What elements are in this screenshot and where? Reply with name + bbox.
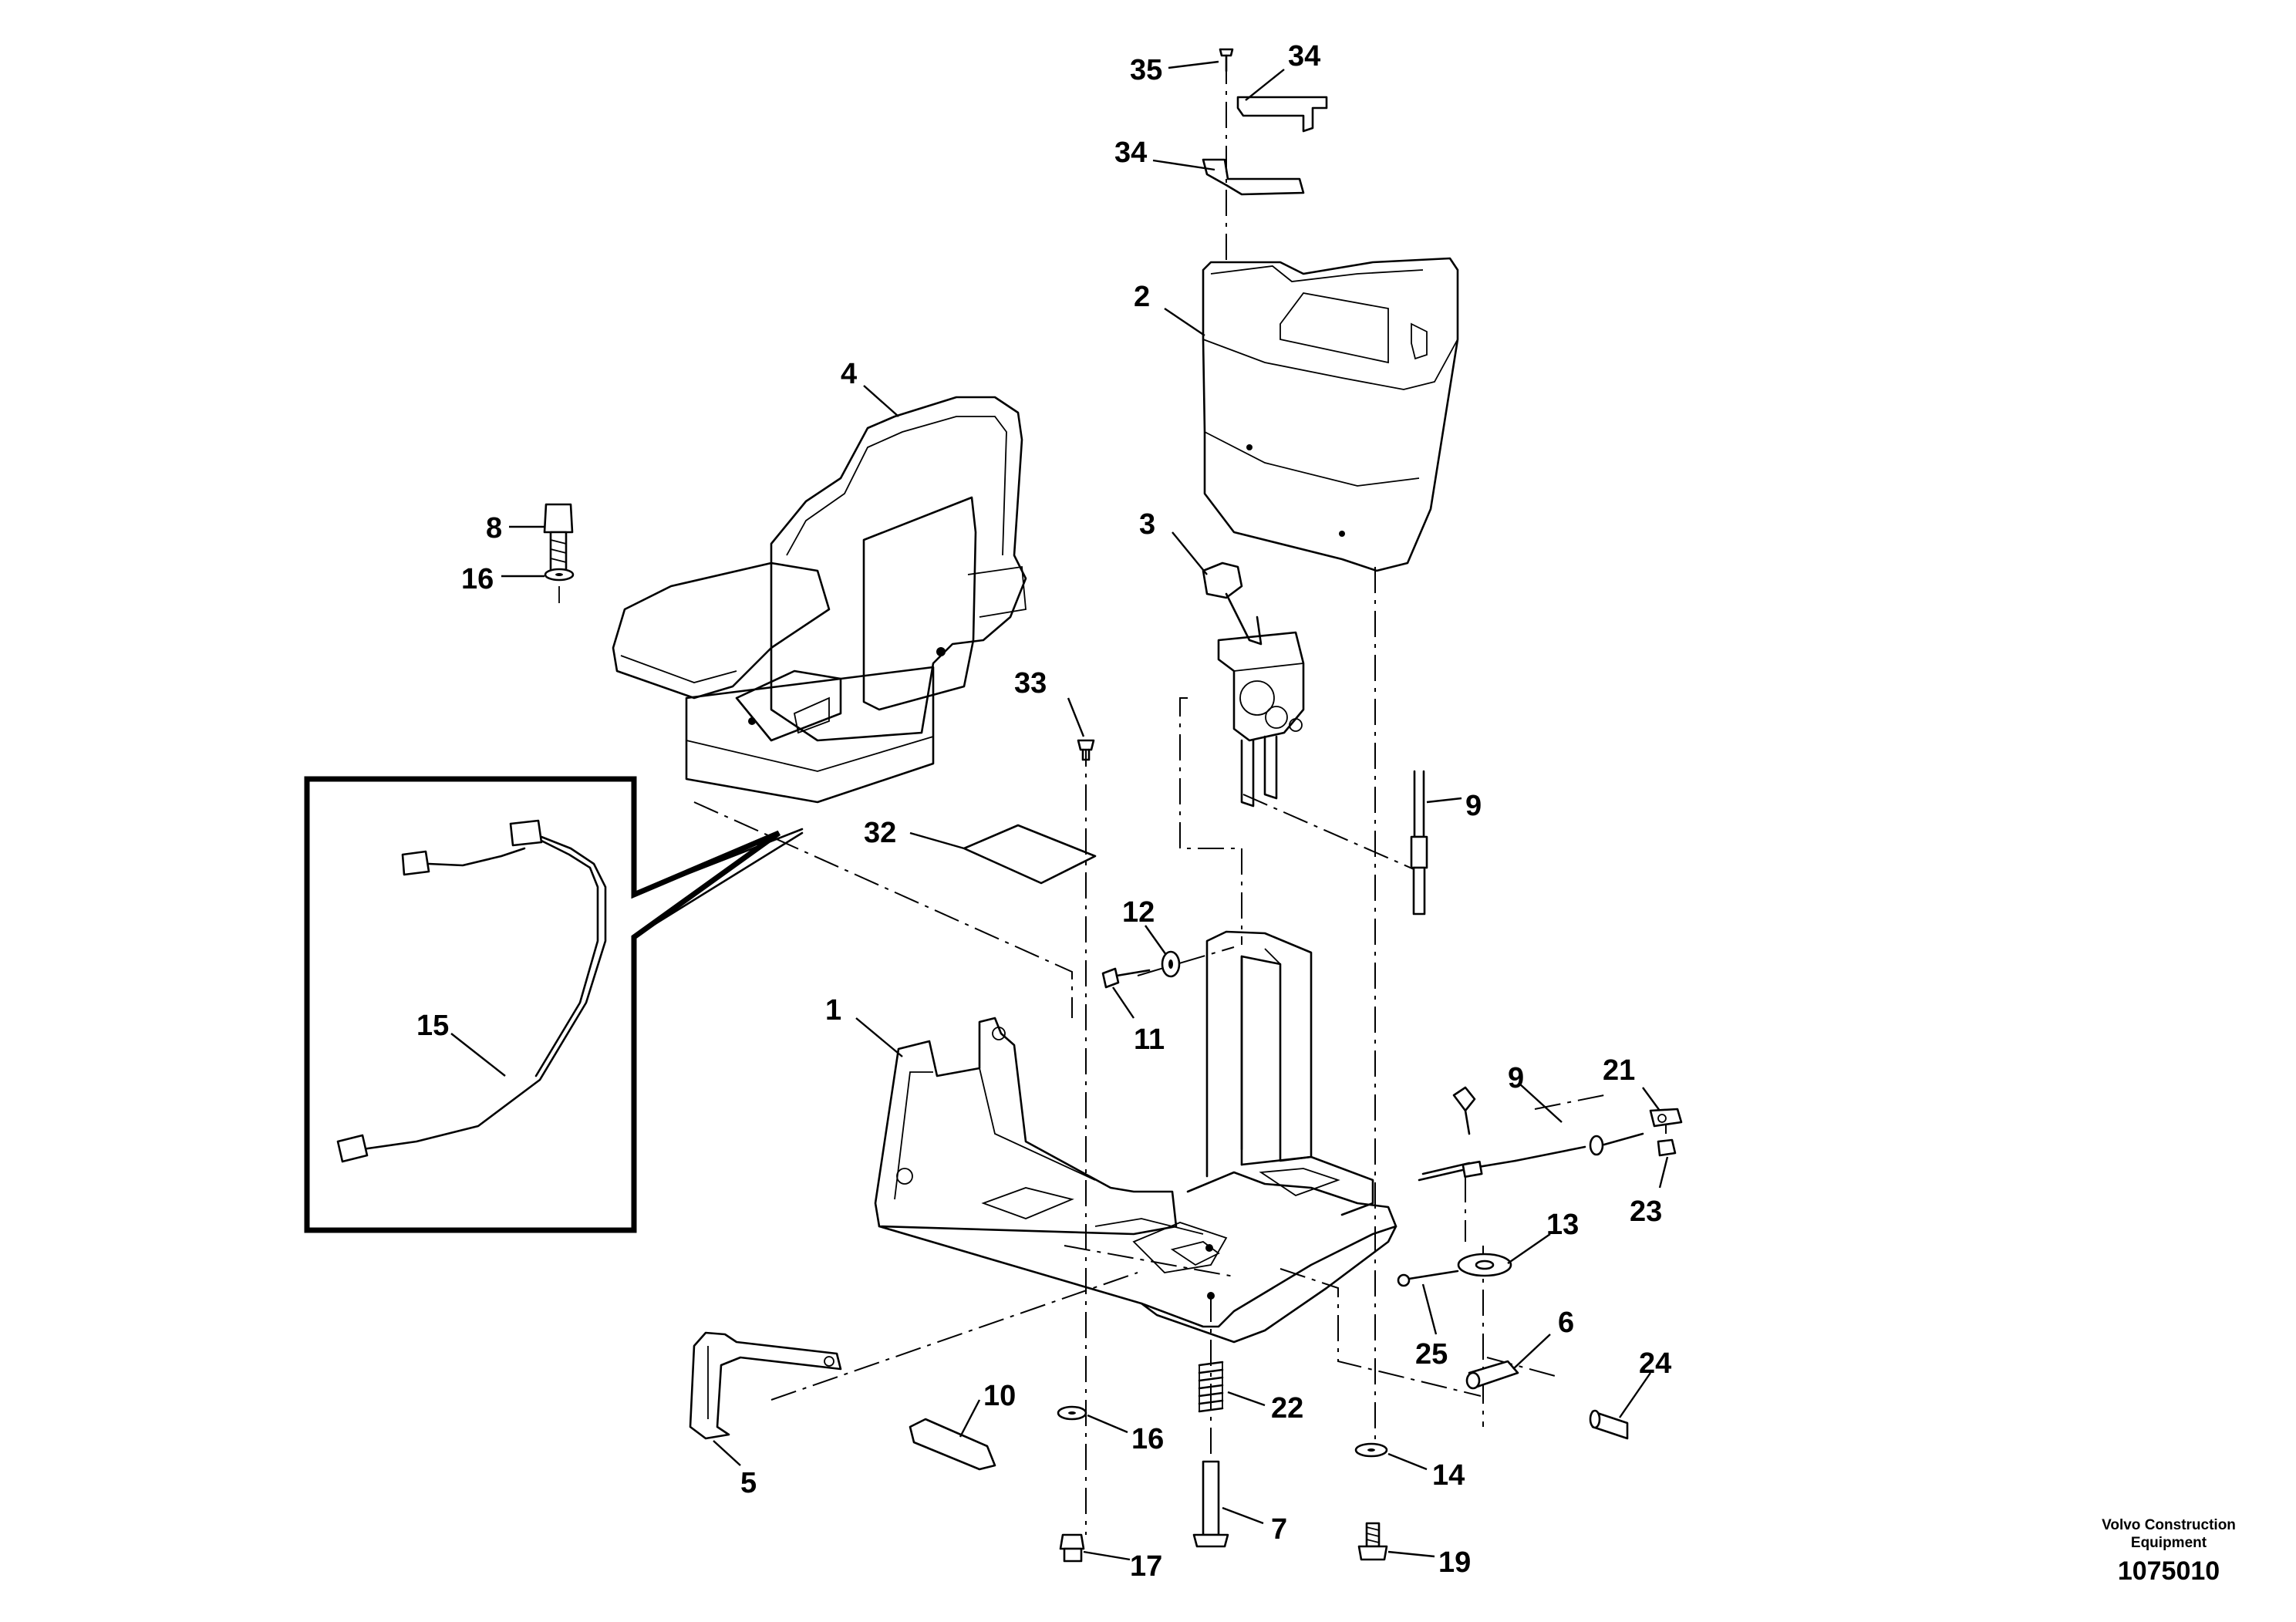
callout-19: 19: [1438, 1546, 1471, 1579]
part-10-grip: [909, 1418, 996, 1471]
part-25-bolt: [1397, 1270, 1459, 1287]
part-8-bolt: [543, 503, 574, 572]
callout-4: 4: [841, 358, 857, 390]
part-11-bolt: [1101, 967, 1151, 989]
part-16-washer-upper: [544, 568, 575, 603]
brand-line-1: Volvo Construction: [2102, 1517, 2236, 1533]
part-34-bracket-upper: [1236, 96, 1328, 133]
callout-24: 24: [1639, 1347, 1671, 1380]
callout-16-lower: 16: [1131, 1423, 1164, 1455]
callout-9-lower: 9: [1508, 1062, 1524, 1094]
brand-line-2: Equipment: [2131, 1535, 2207, 1551]
part-33-screw: [1077, 739, 1095, 761]
callout-33: 33: [1014, 667, 1047, 700]
part-3-control-lever: [1202, 561, 1305, 808]
part-23-nut: [1657, 1138, 1677, 1157]
callout-10: 10: [983, 1380, 1016, 1412]
part-19-bolt: [1357, 1522, 1388, 1561]
callout-16-upper: 16: [461, 563, 494, 595]
part-9-cable-lower: [1418, 1086, 1644, 1182]
callout-32: 32: [864, 817, 896, 849]
callout-34-lower: 34: [1114, 137, 1147, 169]
callout-22: 22: [1271, 1392, 1303, 1425]
callout-11: 11: [1134, 1023, 1165, 1056]
callout-5: 5: [740, 1467, 757, 1499]
part-22-spring: [1198, 1361, 1224, 1413]
part-9-cable-upper: [1410, 770, 1428, 916]
part-6-pin: [1465, 1360, 1519, 1390]
part-17-nut: [1059, 1533, 1085, 1563]
part-32-plate: [963, 824, 1097, 885]
leader-lines: [450, 60, 1669, 1561]
callout-8: 8: [486, 512, 502, 545]
part-34-bracket-lower: [1202, 158, 1305, 196]
part-35-screw: [1219, 48, 1234, 73]
callout-15: 15: [416, 1010, 449, 1042]
part-16-washer-lower: [1057, 1405, 1087, 1421]
part-12-washer: [1161, 950, 1181, 978]
callout-9-upper: 9: [1465, 790, 1482, 822]
callout-6: 6: [1558, 1307, 1574, 1339]
part-21-rod-end: [1649, 1108, 1683, 1128]
part-5-handle: [689, 1331, 842, 1440]
callout-34-upper: 34: [1288, 40, 1320, 73]
callout-numbers: 35 34 34 2 4 8 16 3 33 9 32 12 11 15 1 9…: [416, 40, 1671, 1583]
part-14-washer: [1354, 1442, 1388, 1458]
callout-2: 2: [1134, 281, 1150, 313]
callout-23: 23: [1630, 1195, 1662, 1228]
callout-7: 7: [1271, 1513, 1287, 1546]
footer: Volvo Construction Equipment 1075010: [2102, 1517, 2236, 1586]
callout-17: 17: [1130, 1550, 1162, 1583]
callout-21: 21: [1603, 1054, 1635, 1087]
drawing-number: 1075010: [2118, 1556, 2220, 1586]
callout-3: 3: [1139, 508, 1155, 541]
part-15-harness-inset: [304, 776, 804, 1233]
part-1-frame: [874, 930, 1397, 1344]
part-2-console-cover: [1202, 257, 1459, 572]
assembly-lines: [693, 58, 1667, 1535]
part-7-stud: [1192, 1460, 1229, 1548]
callout-12: 12: [1122, 896, 1155, 929]
callout-35: 35: [1130, 54, 1162, 86]
part-24-sleeve: [1589, 1409, 1629, 1440]
part-4-seat: [612, 396, 1027, 804]
callout-1: 1: [825, 994, 841, 1027]
callout-14: 14: [1432, 1459, 1465, 1492]
callout-13: 13: [1546, 1209, 1579, 1241]
part-13-ring: [1457, 1253, 1512, 1277]
callout-25: 25: [1415, 1338, 1448, 1371]
